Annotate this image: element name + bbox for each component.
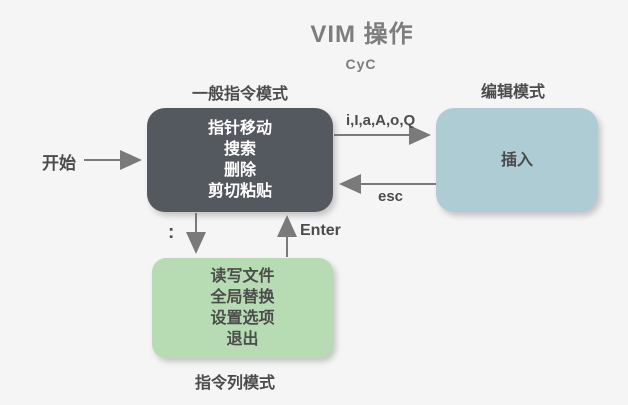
normal-mode-line: 指针移动	[207, 120, 272, 137]
page-subtitle: CyC	[345, 56, 377, 72]
edit-mode-node: 插入	[436, 108, 598, 212]
colon-edge-label: :	[168, 222, 175, 243]
command-mode-line: 退出	[226, 331, 259, 348]
insert-keys-edge-label: i,I,a,A,o,Q	[346, 112, 416, 129]
normal-mode-node: 指针移动 搜索 删除 剪切粘贴	[147, 108, 333, 212]
normal-mode-line: 删除	[223, 162, 256, 179]
command-mode-node: 读写文件 全局替换 设置选项 退出	[152, 258, 333, 358]
normal-mode-line: 搜索	[223, 141, 256, 158]
command-mode-title: 指令列模式	[195, 375, 276, 392]
normal-mode-title: 一般指令模式	[192, 86, 289, 103]
page-title: VIM 操作	[310, 21, 414, 48]
edit-mode-line: 插入	[500, 151, 533, 169]
enter-edge-label: Enter	[300, 222, 341, 239]
command-mode-line: 全局替换	[210, 289, 275, 306]
edit-mode-title: 编辑模式	[481, 84, 546, 101]
command-mode-line: 读写文件	[210, 268, 275, 285]
esc-edge-label: esc	[378, 188, 404, 205]
command-mode-line: 设置选项	[210, 310, 275, 327]
normal-mode-line: 剪切粘贴	[207, 183, 272, 200]
start-edge-label: 开始	[42, 154, 76, 173]
